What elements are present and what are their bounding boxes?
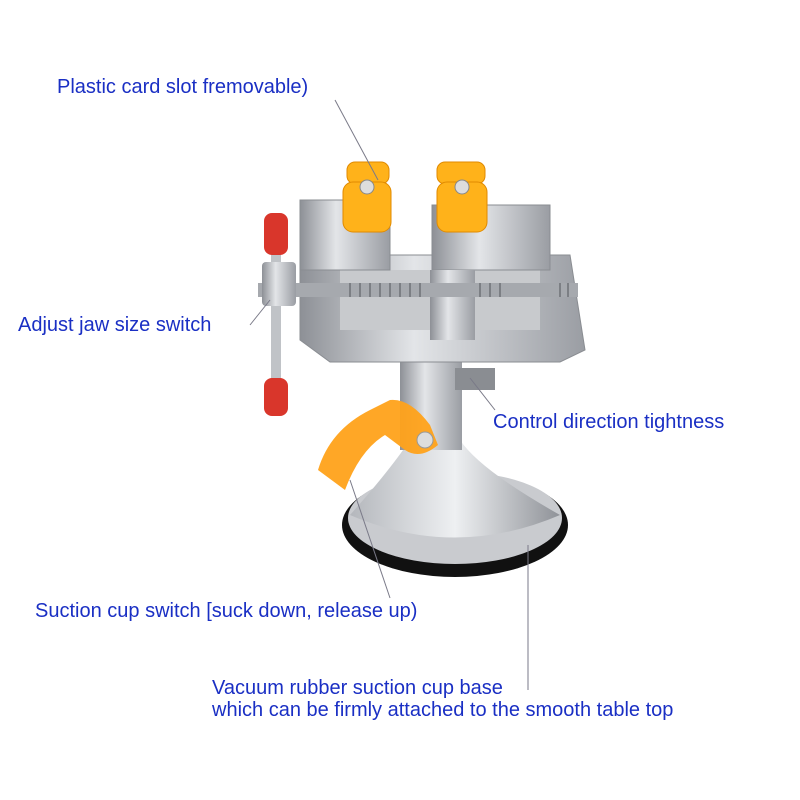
label-base-line1: Vacuum rubber suction cup base	[212, 677, 503, 699]
vise-body	[299, 199, 586, 363]
label-base-line2: which can be firmly attached to the smoo…	[212, 699, 674, 721]
leader-lines	[249, 99, 529, 690]
label-direction: Control direction tightness	[493, 411, 725, 433]
label-card-slot: Plastic card slot fremovable)	[57, 76, 309, 98]
jaw-handle	[262, 213, 296, 416]
plastic-card-slots	[342, 161, 488, 233]
label-jaw-switch: Adjust jaw size switch	[18, 314, 212, 336]
label-suction-switch: Suction cup switch [suck down, release u…	[35, 600, 418, 622]
direction-knob	[455, 368, 495, 390]
suction-lever	[318, 399, 438, 490]
suction-cup-base	[342, 440, 568, 577]
lead-screw	[258, 283, 578, 297]
